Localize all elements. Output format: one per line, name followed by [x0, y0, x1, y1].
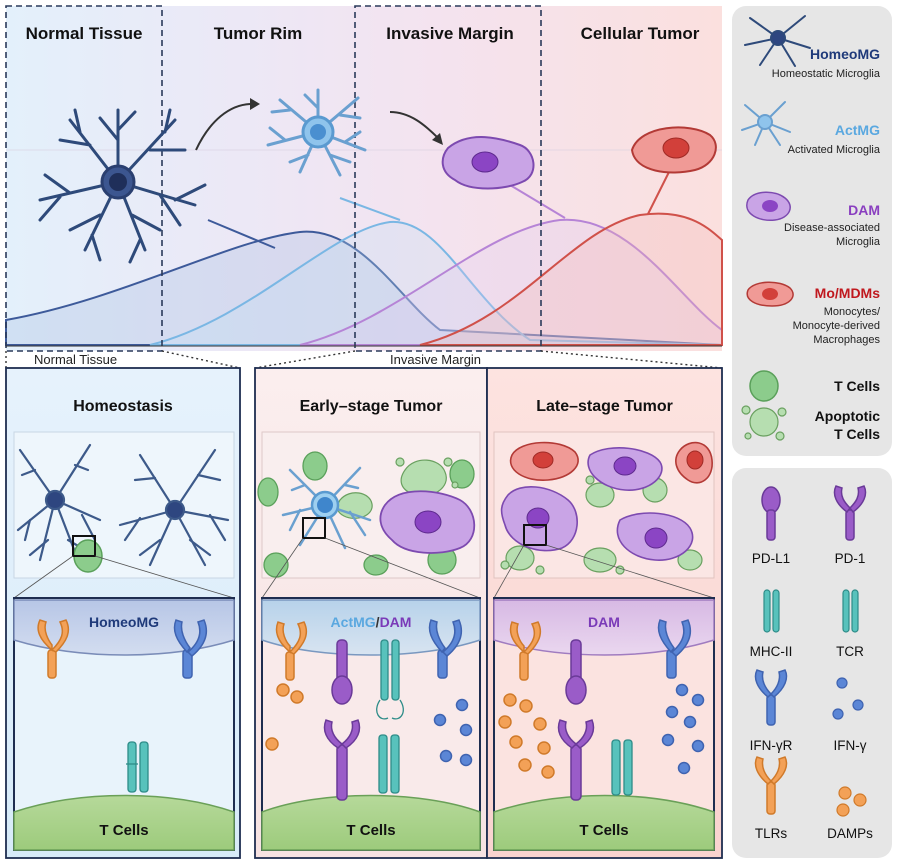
panel-title-late: Late–stage Tumor	[536, 398, 673, 415]
panel-title-homeostasis: Homeostasis	[73, 398, 173, 415]
zone-title-rim: Tumor Rim	[213, 24, 303, 43]
early-membrane-bottom	[261, 794, 481, 851]
legend-pd1-label: PD-1	[834, 551, 866, 566]
late-membrane-bottom	[493, 794, 715, 851]
axis-label-normal: Normal Tissue	[34, 352, 118, 367]
legend-tlrs-label: TLRs	[754, 826, 788, 841]
legend-apoptotic-label2: T Cells	[834, 426, 880, 442]
early-membrane-label: ActMG/DAM	[262, 614, 480, 630]
late-pdl1	[557, 639, 595, 801]
actmg-curve	[149, 220, 723, 346]
early-tcells-label: T Cells	[346, 822, 396, 839]
early-dam	[379, 490, 476, 554]
homeo-tcr	[126, 741, 149, 793]
zone-title-invasive: Invasive Margin	[386, 24, 514, 43]
density-curves	[5, 212, 723, 346]
arrow-2	[389, 111, 439, 139]
late-membrane-top	[493, 599, 715, 656]
zone-title-normal: Normal Tissue	[25, 24, 143, 43]
legend-tcells-label: T Cells	[834, 378, 880, 394]
early-membrane-label-a: ActMG	[330, 614, 376, 630]
early-pd1	[323, 719, 361, 801]
legend-actmg-icon	[741, 101, 791, 146]
late-tcells-label: T Cells	[579, 822, 629, 839]
legend-mdm-icon	[746, 281, 794, 307]
legend-ifngr-icon	[754, 669, 788, 726]
late-tcr	[611, 739, 633, 796]
homeostasis-membrane-bottom	[13, 794, 235, 851]
legend-homeomg-label: HomeoMG	[810, 46, 880, 62]
homeomg-cell-top	[38, 108, 207, 264]
late-tlr	[498, 621, 555, 779]
late-ifngr	[657, 619, 705, 775]
early-membrane-label-sep: /	[375, 614, 380, 630]
legend-actmg-sub: Activated Microglia	[787, 144, 880, 156]
homeomg-curve	[5, 230, 723, 346]
homeo-ifngr	[173, 619, 208, 679]
legend-homeomg-icon	[744, 15, 811, 67]
late-membrane-label: DAM	[588, 614, 620, 630]
legend-mhc2-icon	[763, 589, 780, 633]
legend-tlr-icon	[754, 756, 788, 815]
early-mhc2	[376, 639, 404, 720]
legend-pdl1-label: PD-L1	[751, 551, 791, 566]
mdm-cell-top	[630, 126, 717, 174]
legend-damps-icon	[836, 786, 867, 817]
legend-momdm-label: Mo/MDMs	[814, 285, 880, 301]
dam-cell-top	[441, 136, 535, 190]
legend-receptors-box	[732, 468, 892, 858]
arrow-1	[195, 103, 251, 151]
early-tlr	[265, 621, 308, 751]
legend-dam-label: DAM	[848, 202, 880, 218]
zoom-connectors	[5, 350, 723, 369]
late-zoom-box	[523, 524, 547, 546]
early-apoptotic	[336, 457, 459, 519]
legend-dam-sub1: Disease-associated	[784, 222, 880, 234]
early-membrane-top	[261, 599, 481, 656]
homeo-tlr	[37, 619, 70, 679]
early-tcr	[378, 734, 400, 794]
legend-pd1-icon	[833, 485, 867, 541]
homeostasis-tcells-label: T Cells	[99, 822, 149, 839]
panel-title-early: Early–stage Tumor	[299, 398, 443, 415]
legend-momdm-sub3: Macrophages	[813, 334, 880, 346]
mdm-curve	[419, 212, 723, 346]
legend-apoptotic-icon	[741, 405, 787, 441]
early-membrane-label-b: DAM	[379, 614, 412, 630]
legend-mhc2-label: MHC-II	[749, 644, 793, 659]
legend-actmg-label: ActMG	[834, 122, 880, 138]
legend-dam-sub2: Microglia	[835, 236, 880, 248]
legend-apoptotic-label1: Apoptotic	[814, 408, 880, 424]
homeostasis-microglia	[16, 443, 230, 567]
actmg-cell-top	[266, 88, 367, 177]
invasive-region-box	[354, 5, 542, 352]
legend-momdm-sub2: Monocyte-derived	[792, 320, 880, 332]
legend-momdm-sub1: Monocytes/	[823, 306, 880, 318]
early-ifngr	[428, 619, 473, 767]
homeostasis-zoom-box	[72, 535, 96, 557]
early-actmg	[281, 466, 372, 550]
legend-ifngr-label: IFN-γR	[749, 738, 793, 753]
dam-curve	[299, 218, 723, 346]
legend-tcr-label: TCR	[836, 644, 864, 659]
legend-tcell-icon	[749, 370, 779, 402]
legend-pdl1-icon	[761, 486, 781, 541]
legend-homeomg-sub: Homeostatic Microglia	[771, 68, 880, 80]
legend-tcr-icon	[842, 589, 859, 633]
zone-title-cellular: Cellular Tumor	[580, 24, 700, 43]
early-zoom-box	[302, 517, 326, 539]
early-pdl1	[331, 639, 353, 705]
legend-ifng-icon	[832, 677, 864, 720]
legend-damps-label: DAMPs	[827, 826, 873, 841]
legend-ifng-label: IFN-γ	[833, 738, 867, 753]
axis-label-invasive: Invasive Margin	[390, 352, 482, 367]
homeostasis-membrane-label: HomeoMG	[89, 614, 159, 630]
legend-dam-icon	[746, 191, 791, 222]
